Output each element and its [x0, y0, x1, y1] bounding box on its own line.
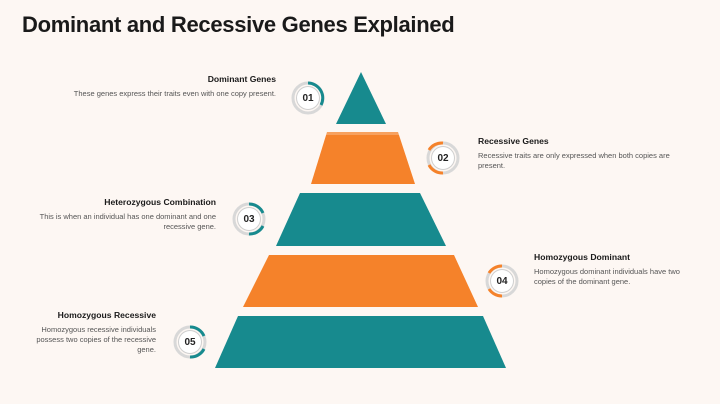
badge-04: 04: [491, 270, 513, 292]
badge-ring-02: [426, 141, 460, 175]
step-3-text: This is when an individual has one domin…: [39, 212, 216, 231]
badge-02: 02: [432, 147, 454, 169]
page-title: Dominant and Recessive Genes Explained: [22, 12, 455, 37]
step-1-heading: Dominant Genes: [207, 74, 276, 84]
step-2-heading: Recessive Genes: [478, 136, 549, 146]
step-5-text: Homozygous recessive individuals possess…: [36, 325, 156, 354]
badge-ring-01: [291, 81, 325, 115]
step-4-block: Homozygous Dominant Homozygous dominant …: [534, 252, 694, 287]
pyramid-level-3: [276, 193, 446, 246]
step-4-text: Homozygous dominant individuals have two…: [534, 267, 680, 286]
step-1-block: Dominant Genes These genes express their…: [40, 74, 276, 99]
step-1-text: These genes express their traits even wi…: [73, 89, 276, 98]
step-5-heading: Homozygous Recessive: [57, 310, 156, 320]
step-5-block: Homozygous Recessive Homozygous recessiv…: [20, 310, 156, 355]
pyramid-level-5: [215, 316, 506, 368]
badge-05: 05: [179, 331, 201, 353]
pyramid-level-1: [336, 72, 386, 124]
badge-ring-04: [485, 264, 519, 298]
badge-ring-03: [232, 202, 266, 236]
step-3-heading: Heterozygous Combination: [104, 197, 216, 207]
badge-01: 01: [297, 87, 319, 109]
step-3-block: Heterozygous Combination This is when an…: [18, 197, 216, 232]
step-2-block: Recessive Genes Recessive traits are onl…: [478, 136, 688, 171]
badge-ring-05: [173, 325, 207, 359]
step-4-heading: Homozygous Dominant: [534, 252, 630, 262]
step-2-text: Recessive traits are only expressed when…: [478, 151, 670, 170]
pyramid-level-4: [243, 255, 478, 307]
pyramid-level-2: [311, 132, 415, 184]
badge-03: 03: [238, 208, 260, 230]
